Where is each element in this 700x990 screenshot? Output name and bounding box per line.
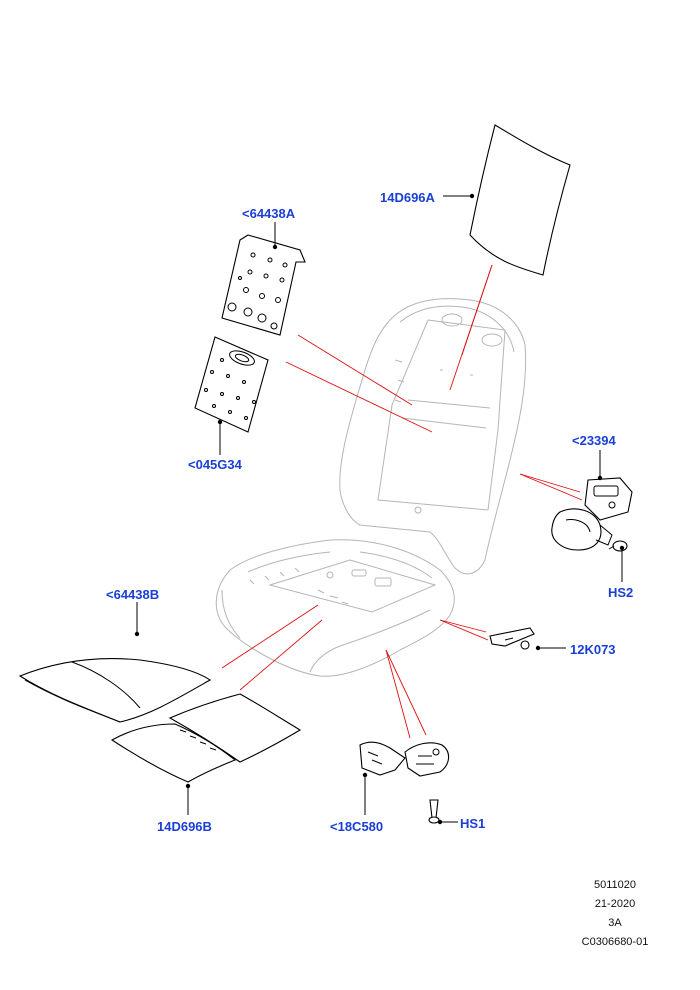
callout-12k073: 12K073	[570, 642, 616, 657]
callout-64438b: <64438B	[106, 587, 159, 602]
screw-hs2-part	[608, 540, 628, 552]
headrest-pad-part	[469, 124, 571, 276]
callout-045g34: <045G34	[188, 457, 243, 472]
callout-23394: <23394	[572, 433, 617, 448]
callout-18c580: <18C580	[330, 819, 383, 834]
recliner-motor-part	[551, 477, 633, 551]
callout-14d696a: 14D696A	[380, 190, 436, 205]
reference-block: 5011020 21-2020 3A C0306680-01	[540, 876, 690, 952]
reference-line-1: 5011020	[593, 879, 636, 891]
leader-lines	[134, 193, 625, 825]
cushion-pad-part	[110, 693, 302, 783]
harness-18c580-part	[359, 741, 450, 777]
screw-hs1-part	[428, 799, 440, 824]
callout-64438a: <64438A	[242, 206, 296, 221]
seat-outline	[215, 298, 527, 677]
reference-line-2: 21-2020	[594, 898, 636, 910]
callout-hs2: HS2	[608, 585, 633, 600]
reference-line-3: 3A	[608, 917, 622, 929]
back-panel-lower-part	[194, 336, 269, 433]
clip-12k073-part	[489, 627, 535, 650]
pointer-lines	[221, 264, 583, 739]
reference-line-4: C0306680-01	[581, 936, 649, 948]
callout-14d696b: 14D696B	[157, 819, 212, 834]
callout-hs1: HS1	[460, 816, 485, 831]
back-panel-upper-part	[221, 234, 306, 336]
cushion-panel-upper-part	[18, 658, 212, 723]
